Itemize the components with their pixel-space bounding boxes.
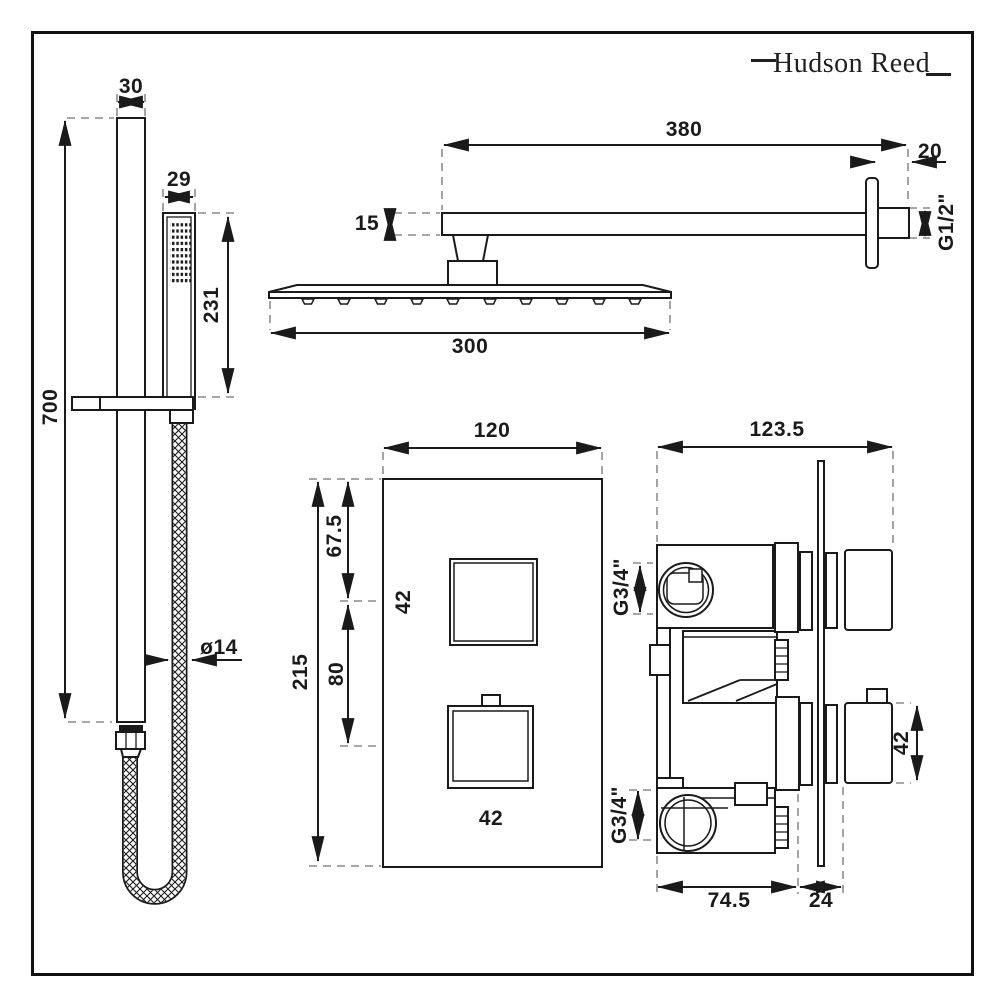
upper-handle-inner (453, 562, 534, 642)
handset-hose-connector (169, 409, 194, 424)
total-depth-label: 123.5 (749, 418, 805, 441)
strip-lug (649, 644, 671, 676)
rail-length-label: 700 (39, 388, 62, 426)
slide-rail-drawing (71, 117, 196, 905)
rail-bar (116, 117, 146, 723)
upper-port-notch (688, 568, 703, 583)
lower-knob-side (844, 702, 893, 784)
arm-thread-label: G1/2" (935, 193, 958, 251)
handle-spacing-label: 80 (325, 661, 348, 687)
lower-handle-inner (452, 710, 529, 782)
plate-to-handle-label: 24 (808, 889, 834, 912)
arm-length-label: 380 (665, 118, 703, 141)
body-depth-label: 74.5 (707, 889, 751, 912)
plate-height-label: 215 (289, 653, 312, 691)
lower-port-key (661, 797, 728, 850)
valve-front-drawing (382, 478, 603, 868)
handset-length-label: 231 (200, 286, 223, 324)
upper-handle-size-label: 42 (392, 589, 415, 615)
hose-hex-nut (115, 731, 146, 750)
upper-thread-connector (774, 639, 789, 681)
lower-thread-connector (774, 806, 789, 849)
drawing-border (31, 31, 974, 976)
arm-thickness-label: 15 (354, 212, 380, 235)
plate-width-label: 120 (473, 419, 511, 442)
wall-flange (865, 177, 879, 269)
logo-trailing-dash (926, 73, 952, 76)
hose-nut-taper (119, 748, 143, 758)
spray-nozzles (300, 298, 643, 305)
rail-width-label: 30 (118, 75, 144, 98)
lower-flange (775, 696, 800, 791)
lower-inlet-thread-label: G3/4" (608, 786, 631, 844)
upper-spacer-front (799, 551, 813, 631)
logo-leading-dash (751, 59, 776, 62)
lower-inlet-port-inner (664, 799, 712, 847)
valve-side-drawing (649, 460, 893, 867)
upper-inlet-thread-label: G3/4" (610, 558, 633, 616)
handset-spray-face (170, 223, 191, 284)
mid-cartridge-block (682, 630, 778, 704)
wall-arm (441, 212, 868, 236)
top-to-handle-label: 67.5 (323, 514, 346, 558)
head-connector-base (447, 260, 498, 287)
head-connector-upper (451, 234, 490, 262)
brand-name: Hudson Reed (773, 48, 931, 79)
mid-block-wedge (687, 679, 778, 702)
wall-offset-label: 20 (917, 140, 943, 163)
thread-spigot (877, 207, 910, 239)
lower-body-step (656, 777, 684, 788)
lower-spacer-back (825, 704, 838, 784)
faceplate-edge (817, 460, 825, 867)
side-handle-size-label: 42 (890, 730, 913, 756)
upper-spacer-back (825, 552, 838, 629)
head-width-label: 300 (451, 335, 489, 358)
brand-logo: Hudson Reed (751, 47, 952, 81)
lower-spacer-front (799, 702, 813, 786)
lower-knob-tab (866, 688, 888, 704)
head-top-bevel (268, 284, 672, 293)
shower-head-drawing (268, 177, 910, 305)
lower-handle-size-label: 42 (478, 807, 504, 830)
handset-width-label: 29 (166, 168, 192, 191)
hose-diameter-label: ø14 (200, 636, 238, 659)
head-plate (268, 291, 672, 299)
valve-plate (382, 478, 603, 868)
upper-knob-side (844, 549, 893, 631)
lower-union-block (734, 782, 768, 806)
rail-bracket (71, 396, 194, 411)
upper-flange (774, 542, 799, 633)
shower-hose (122, 423, 188, 905)
